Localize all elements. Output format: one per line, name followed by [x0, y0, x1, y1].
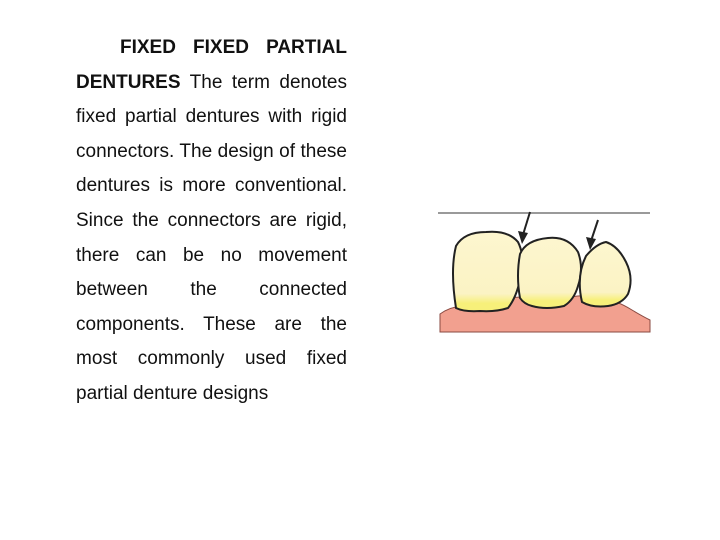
text-block: FIXED FIXED PARTIAL DENTURES The term de…	[76, 31, 347, 412]
body-text: The term denotes fixed partial dentures …	[76, 71, 347, 404]
canine-crown	[578, 240, 632, 308]
connector-arrow-2	[586, 219, 599, 250]
molar-crown	[452, 230, 524, 313]
connector-arrow-1	[518, 211, 531, 244]
fixed-partial-denture-illustration	[438, 211, 651, 333]
slide-heading: FIXED FIXED PARTIAL DENTURES	[76, 37, 347, 93]
premolar-crown	[517, 236, 582, 309]
